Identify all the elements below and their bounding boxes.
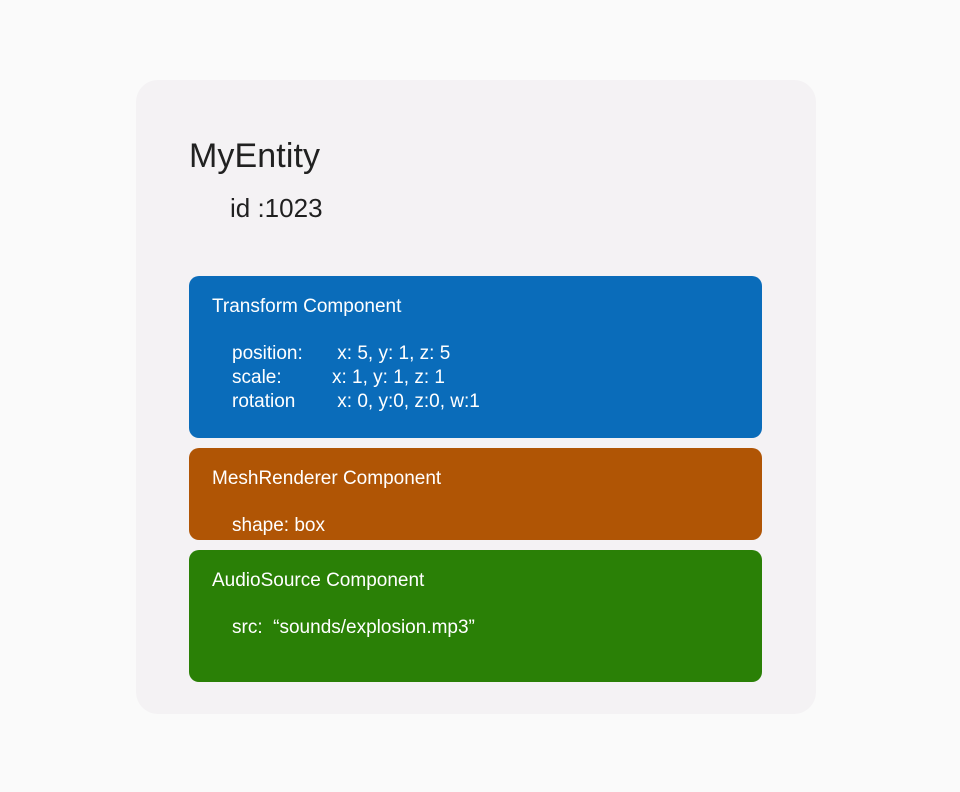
component-list: Transform Component position: x: 5, y: 1… <box>189 276 762 682</box>
prop-row: scale: x: 1, y: 1, z: 1 <box>232 366 480 390</box>
component-title-meshrenderer: MeshRenderer Component <box>212 468 442 489</box>
component-props-meshrenderer: shape: box <box>232 514 325 538</box>
entity-card: MyEntity id :1023 Transform Component po… <box>136 80 816 714</box>
component-title-transform: Transform Component <box>212 296 402 317</box>
prop-line: shape: box <box>232 515 325 536</box>
entity-name-title: MyEntity <box>189 137 321 175</box>
prop-key: scale: <box>232 367 282 388</box>
prop-line: src: “sounds/explosion.mp3” <box>232 617 475 638</box>
component-title-audiosource: AudioSource Component <box>212 570 425 591</box>
component-block-meshrenderer[interactable]: MeshRenderer Component shape: box <box>189 448 762 540</box>
prop-key: position: <box>232 343 303 364</box>
prop-key: rotation <box>232 391 296 412</box>
prop-value: x: 1, y: 1, z: 1 <box>332 367 445 388</box>
component-block-transform[interactable]: Transform Component position: x: 5, y: 1… <box>189 276 762 438</box>
prop-row: rotation x: 0, y:0, z:0, w:1 <box>232 390 480 414</box>
entity-id-label: id :1023 <box>230 193 323 223</box>
component-block-audiosource[interactable]: AudioSource Component src: “sounds/explo… <box>189 550 762 682</box>
component-props-transform: position: x: 5, y: 1, z: 5 scale: x: 1, … <box>232 342 480 414</box>
prop-row: position: x: 5, y: 1, z: 5 <box>232 342 480 366</box>
prop-value: x: 5, y: 1, z: 5 <box>332 343 451 364</box>
prop-value: x: 0, y:0, z:0, w:1 <box>332 391 480 412</box>
component-props-audiosource: src: “sounds/explosion.mp3” <box>232 616 475 640</box>
